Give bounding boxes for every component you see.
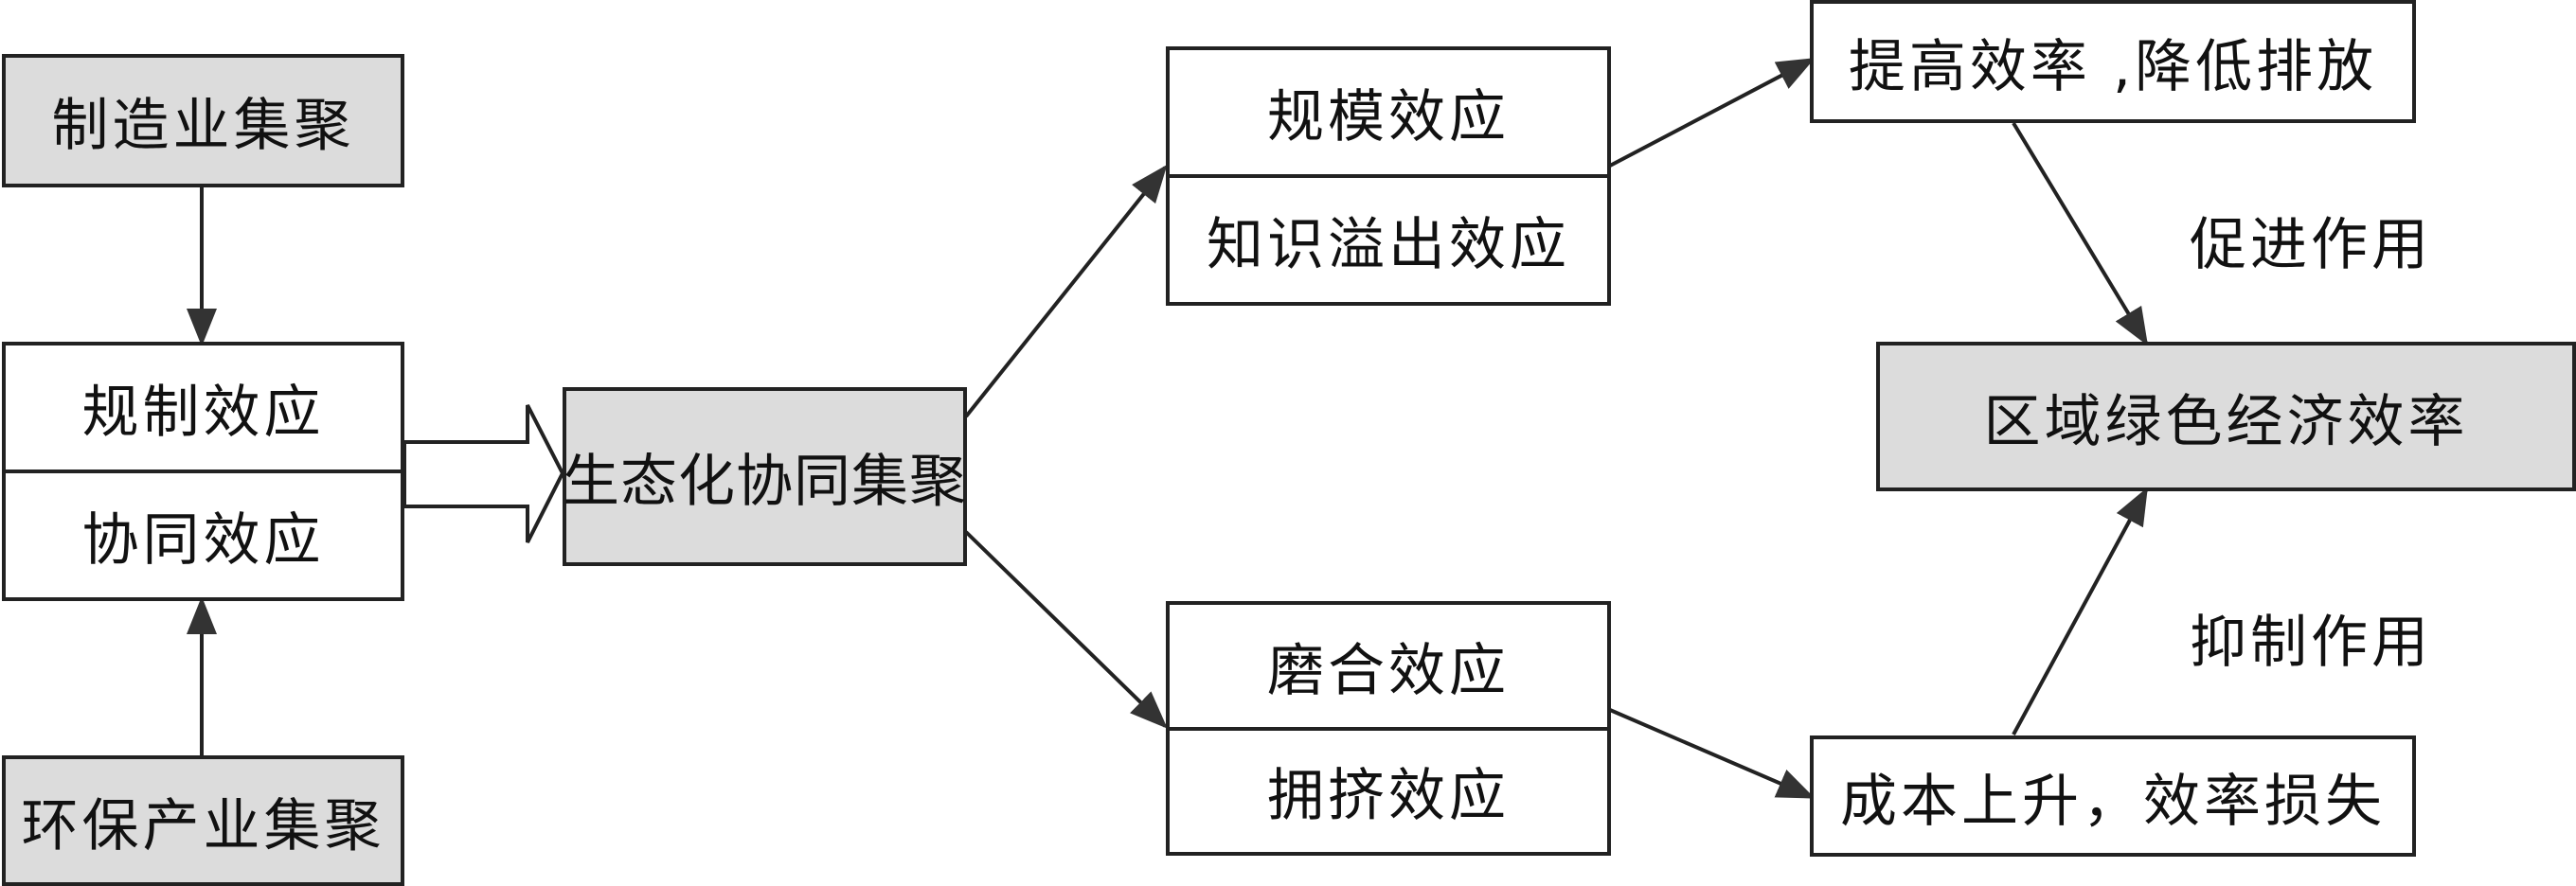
cell-crowding-effect: 拥挤效应: [1170, 726, 1607, 853]
node-target: 区域绿色经济效率: [1876, 342, 2576, 491]
node-negative-outcome: 成本上升，效率损失: [1810, 735, 2416, 857]
node-positive-outcome-label: 提高效率 ,降低排放: [1848, 33, 2378, 100]
arrow-positive-to-target: [2012, 121, 2149, 346]
node-upper-effects: 规模效应 知识溢出效应: [1166, 46, 1611, 306]
cell-regulation-effect: 规制效应: [81, 380, 325, 446]
cell-knowledge-spillover-effect: 知识溢出效应: [1170, 174, 1607, 302]
cell-friction-effect: 磨合效应: [1267, 637, 1510, 704]
node-center: 生态化协同集聚: [563, 387, 967, 566]
arrow-center-to-lower: [964, 530, 1168, 729]
node-positive-outcome: 提高效率 ,降低排放: [1810, 0, 2416, 123]
cell-synergy-effect: 协同效应: [6, 470, 401, 597]
node-manufacturing-label: 制造业集聚: [51, 93, 355, 159]
block-arrow-regulation: [402, 404, 565, 543]
arrow-center-to-upper: [964, 164, 1168, 418]
node-target-label: 区域绿色经济效率: [1983, 388, 2469, 455]
node-environmental: 环保产业集聚: [2, 755, 404, 886]
node-left-effects: 规制效应 协同效应: [2, 342, 404, 601]
cell-scale-effect: 规模效应: [1267, 84, 1510, 151]
node-environmental-label: 环保产业集聚: [21, 792, 385, 859]
arrow-negative-to-target: [2012, 487, 2148, 735]
node-manufacturing: 制造业集聚: [2, 54, 404, 187]
arrow-lower-to-negative: [1609, 708, 1816, 799]
edge-label-inhibit: 抑制作用: [2190, 610, 2432, 676]
edge-label-promote: 促进作用: [2190, 212, 2432, 278]
node-negative-outcome-label: 成本上升，效率损失: [1840, 768, 2386, 835]
arrow-upper-to-positive: [1609, 58, 1816, 168]
node-center-label: 生态化协同集聚: [563, 449, 967, 515]
node-lower-effects: 磨合效应 拥挤效应: [1166, 601, 1611, 856]
